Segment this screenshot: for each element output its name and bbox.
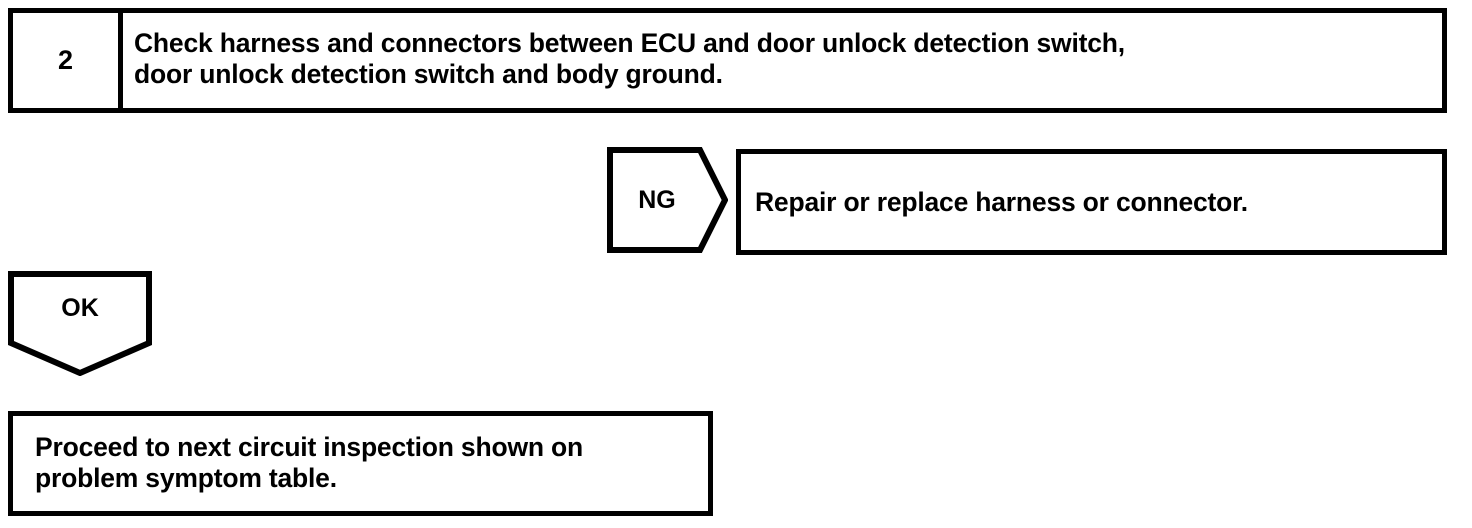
ng-result-text: Repair or replace harness or connector.: [755, 186, 1248, 217]
ok-result-text: Proceed to next circuit inspection shown…: [35, 431, 583, 493]
ok-arrow-shape: [8, 271, 152, 376]
ng-arrow-shape: [607, 147, 728, 253]
step-box: 2 Check harness and connectors between E…: [8, 8, 1447, 113]
ng-result-box: Repair or replace harness or connector.: [736, 149, 1447, 255]
step-instruction-text: Check harness and connectors between ECU…: [134, 27, 1125, 89]
step-number: 2: [57, 45, 74, 75]
ok-result-box: Proceed to next circuit inspection shown…: [8, 411, 713, 516]
step-instruction-cell: Check harness and connectors between ECU…: [123, 13, 1442, 108]
step-number-cell: 2: [13, 13, 123, 108]
